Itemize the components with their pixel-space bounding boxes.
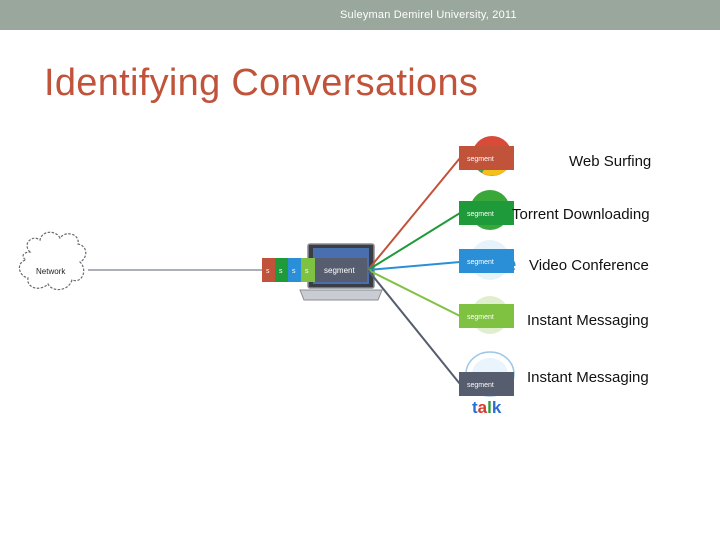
network-label: Network <box>36 267 66 276</box>
segment-box-web <box>459 146 514 170</box>
header-bar: Suleyman Demirel University, 2011 <box>0 0 720 30</box>
segment-label-im-talk: segment <box>467 382 494 389</box>
queue-segment-2 <box>275 258 289 282</box>
destination-label-im-icq: Instant Messaging <box>527 312 649 329</box>
queue-segment-label-1: s <box>266 268 270 275</box>
segment-box-im-talk <box>459 372 514 396</box>
segment-box-torrent <box>459 201 514 225</box>
segment-box-video <box>459 249 514 273</box>
destination-label-web: Web Surfing <box>569 153 652 170</box>
route-line-video <box>367 261 461 271</box>
route-line-torrent <box>367 212 461 271</box>
segment-label-web: segment <box>467 156 494 163</box>
network-cloud-icon: Network <box>18 231 87 291</box>
destination-label-video: Video Conference <box>529 257 649 274</box>
talk-letter-l: l <box>487 398 492 417</box>
queue-segment-3 <box>288 258 302 282</box>
queue-segment-label-4: s <box>305 268 309 275</box>
segment-box-im-icq <box>459 304 514 328</box>
segment-label-torrent: segment <box>467 211 494 218</box>
queue-segment-4 <box>301 258 315 282</box>
segment-label-im-icq: segment <box>467 314 494 321</box>
queue-segment-label-main: segment <box>324 266 355 275</box>
queue-segment-label-3: s <box>292 268 296 275</box>
gtalk-wordmark: talk <box>472 398 501 418</box>
route-line-web <box>367 157 461 271</box>
route-line-im-icq <box>367 269 461 317</box>
segment-queue: s s s s segment <box>262 258 367 282</box>
queue-segment-main <box>315 258 367 282</box>
talk-letter-t: t <box>472 398 478 417</box>
queue-segment-1 <box>262 258 276 282</box>
route-line-im-talk <box>367 269 461 385</box>
segment-label-video: segment <box>467 259 494 266</box>
talk-letter-k: k <box>491 398 502 417</box>
talk-letter-a: a <box>477 398 488 417</box>
queue-segment-label-2: s <box>279 268 283 275</box>
slide-title: Identifying Conversations <box>44 62 479 104</box>
destination-label-im-talk: Instant Messaging <box>527 369 649 386</box>
header-institution: Suleyman Demirel University, 2011 <box>340 9 517 21</box>
destination-label-torrent: Torrent Downloading <box>512 206 650 223</box>
